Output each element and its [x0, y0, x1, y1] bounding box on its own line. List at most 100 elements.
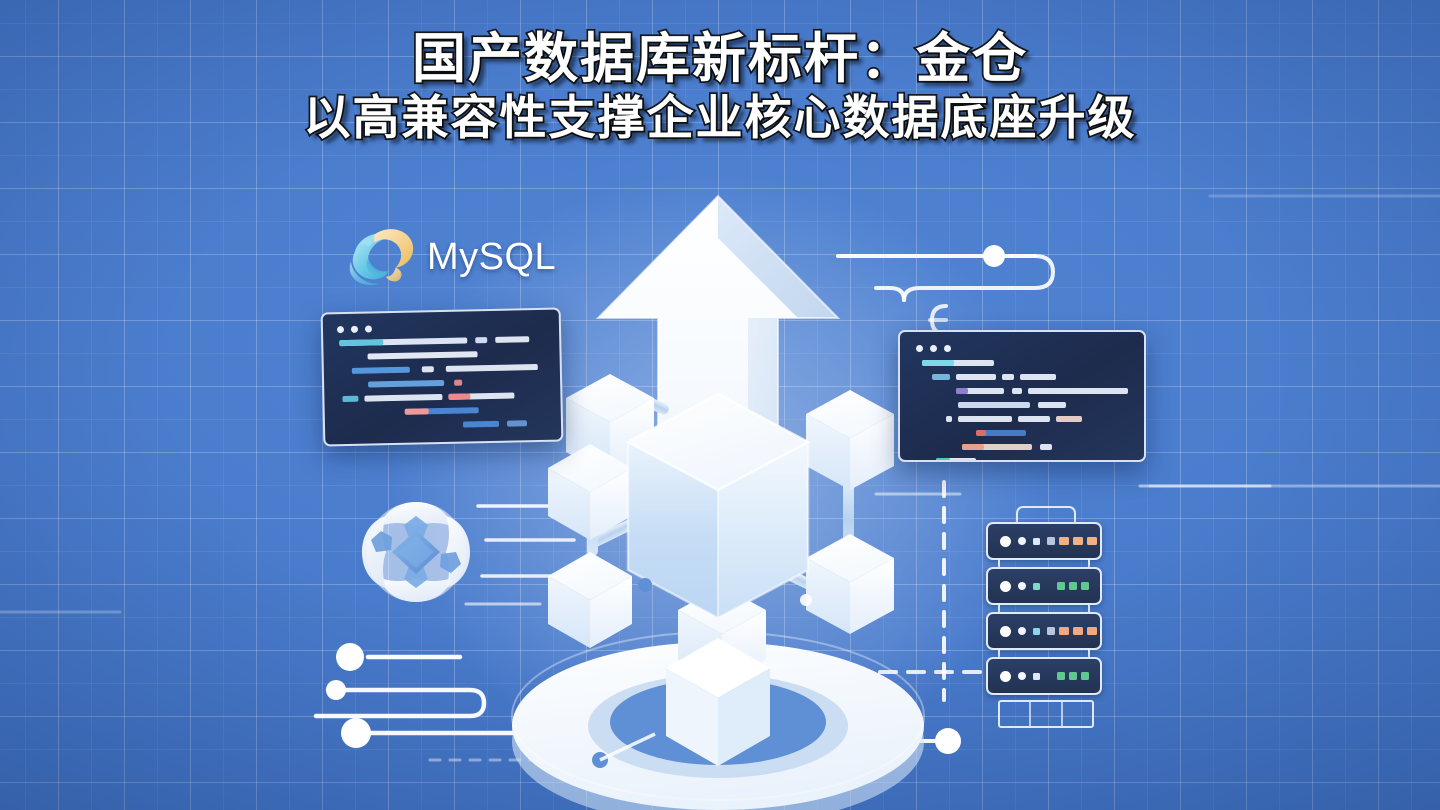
title-block: 国产数据库新标杆：金仓 以高兼容性支撑企业核心数据底座升级	[0, 27, 1440, 145]
rack-led-marker	[1047, 537, 1055, 545]
code-line	[367, 351, 478, 360]
rack-led-primary	[1000, 535, 1011, 547]
rack-handle	[1016, 506, 1076, 526]
rack-unit	[986, 657, 1102, 695]
code-line	[421, 366, 434, 373]
rack-spine	[998, 559, 1090, 571]
rack-led-primary	[1000, 670, 1011, 682]
rack-spine	[998, 649, 1090, 661]
code-line	[364, 393, 443, 402]
network-node-icon	[362, 502, 470, 602]
pedestal-cube	[666, 638, 770, 766]
rack-led-marker	[1047, 627, 1055, 635]
code-line-accent	[404, 408, 429, 415]
code-line-accent	[922, 360, 954, 366]
code-line	[462, 420, 500, 428]
code-line-accent	[936, 458, 950, 460]
rack-led-bank-item	[1081, 672, 1089, 680]
node-dots	[592, 578, 812, 768]
window-dot	[350, 325, 359, 333]
rack-foot-seg	[1031, 702, 1063, 726]
window-dots-left	[336, 325, 373, 334]
code-line-accent	[976, 430, 986, 436]
rack-foot	[998, 700, 1094, 728]
code-line	[1020, 374, 1056, 380]
rack-led-primary	[1000, 625, 1011, 637]
rack-foot-seg	[1000, 702, 1032, 726]
rack-foot-seg	[1063, 702, 1092, 726]
rack-led-bank-item	[1057, 582, 1065, 590]
code-line-accent	[956, 388, 968, 394]
window-dot	[930, 345, 937, 352]
rack-led-bank-item	[1069, 582, 1077, 590]
central-cube	[625, 392, 811, 620]
rack-led-bank-item	[1069, 672, 1077, 680]
code-line	[956, 374, 996, 380]
rack-led-bank	[1057, 672, 1089, 680]
satellite-cube-mid-left	[548, 444, 632, 540]
satellite-cube-lower-right	[806, 534, 894, 634]
code-window-left	[320, 307, 564, 447]
code-line	[495, 336, 530, 343]
code-line	[368, 379, 445, 388]
code-line	[342, 395, 359, 403]
rack-led-square	[1033, 582, 1040, 590]
rack-led-secondary	[1018, 627, 1026, 635]
code-line	[506, 420, 528, 427]
code-window-right	[898, 330, 1146, 462]
mysql-logo: MySQL	[345, 222, 560, 292]
rack-spine	[998, 604, 1090, 616]
window-dot	[364, 325, 373, 333]
rack-led-bank-item	[1059, 627, 1069, 635]
rack-led-bank-item	[1087, 537, 1097, 545]
code-line	[1012, 388, 1022, 394]
rack-led-secondary	[1018, 582, 1026, 590]
rack-led-bank	[1057, 582, 1089, 590]
title-line-1: 国产数据库新标杆：金仓	[410, 27, 1028, 90]
window-dot	[916, 345, 923, 352]
rack-unit	[986, 522, 1102, 560]
code-line	[922, 360, 994, 366]
rack-led-bank	[1047, 537, 1097, 545]
code-line	[445, 363, 538, 372]
title-line-2: 以高兼容性支撑企业核心数据底座升级	[302, 89, 1137, 145]
code-line	[962, 444, 1032, 450]
rack-led-bank-item	[1073, 537, 1083, 545]
rack-led-bank-item	[1059, 537, 1069, 545]
code-line	[956, 388, 1004, 394]
window-dot	[944, 345, 951, 352]
rack-led-square	[1033, 672, 1040, 680]
rack-led-secondary	[1018, 537, 1026, 545]
rack-led-secondary	[1018, 672, 1026, 680]
code-line	[976, 430, 1026, 436]
code-line	[475, 337, 488, 344]
server-rack	[978, 506, 1110, 728]
rack-led-primary	[1000, 580, 1011, 592]
code-line	[1038, 402, 1066, 408]
code-line	[351, 366, 410, 374]
code-line	[932, 374, 950, 380]
circuit-traces-back	[313, 245, 1272, 762]
window-dots-right	[916, 345, 951, 352]
rack-led-square	[1033, 537, 1040, 545]
satellite-cube-upper-right	[806, 390, 894, 490]
code-line	[1040, 444, 1052, 450]
code-line	[1028, 388, 1128, 394]
code-line	[1056, 416, 1082, 422]
code-line	[1018, 416, 1050, 422]
code-line	[958, 416, 1012, 422]
code-line	[454, 379, 463, 386]
satellite-cube-lower-left	[548, 552, 632, 648]
code-line	[936, 458, 976, 460]
code-line	[958, 402, 1030, 408]
rack-led-bank-item	[1057, 672, 1065, 680]
code-line	[946, 416, 952, 422]
code-line-accent	[448, 393, 471, 400]
rack-unit	[986, 567, 1102, 605]
rack-led-bank-item	[1081, 582, 1089, 590]
rack-led-bank-item	[1073, 627, 1083, 635]
rack-unit	[986, 612, 1102, 650]
code-line	[1002, 374, 1014, 380]
mysql-dolphin-icon	[349, 229, 414, 286]
